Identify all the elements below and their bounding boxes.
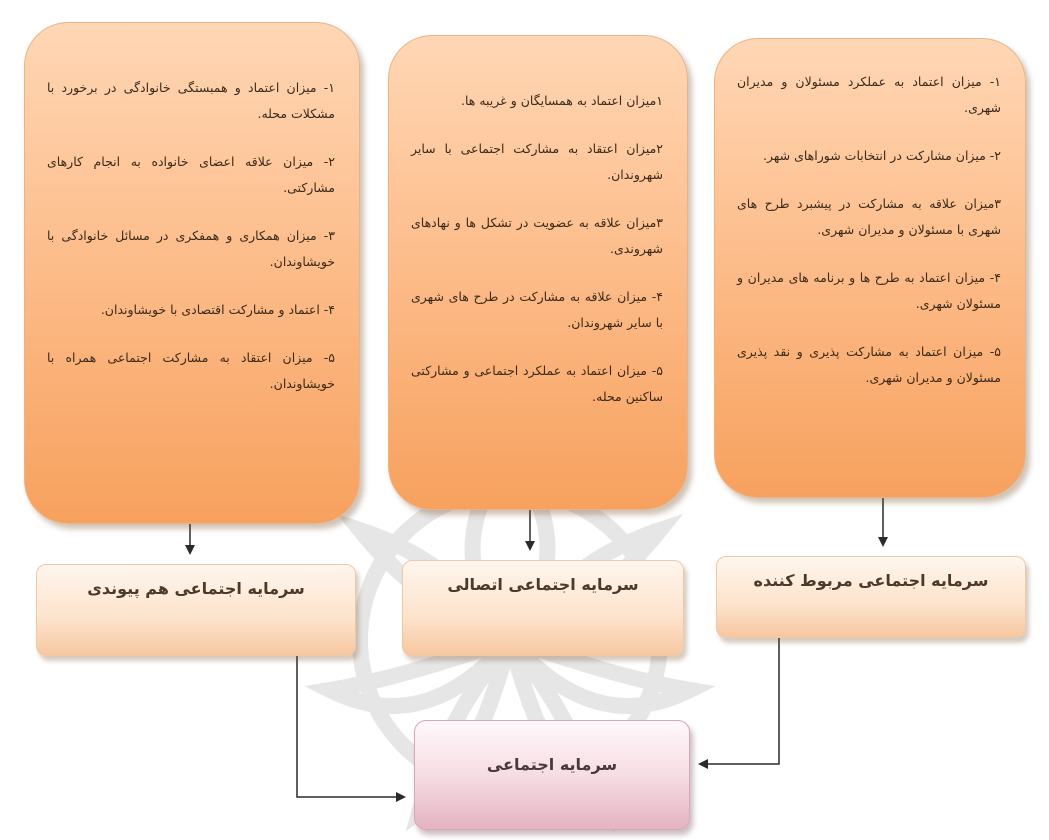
arrow-bonding-to-result xyxy=(296,656,406,802)
linking-capital-box: سرمایه اجتماعی مربوط کننده xyxy=(716,556,1026,638)
bonding-indicator-3: ۳- میزان همکاری و همفکری در مسائل خانواد… xyxy=(47,228,335,269)
bonding-capital-box: سرمایه اجتماعی هم پیوندی xyxy=(36,564,356,656)
bridging-capital-box: سرمایه اجتماعی اتصالی xyxy=(402,560,684,656)
bridging-indicator-5: ۵- میزان اعتماد به عملکرد اجتماعی و مشار… xyxy=(411,363,663,404)
bridging-indicator-list: ۱میزان اعتماد به همسایگان و غریبه ها. ۲م… xyxy=(411,88,663,410)
bonding-indicator-5: ۵- میزان اعتقاد به مشارکت اجتماعی همراه … xyxy=(47,350,335,391)
bonding-indicator-2: ۲- میزان علاقه اعضای خانواده به انجام کا… xyxy=(47,154,335,195)
bonding-indicator-1: ۱- میزان اعتماد و همبستگی خانوادگی در بر… xyxy=(47,80,335,121)
social-capital-box: سرمایه اجتماعی xyxy=(414,720,690,830)
linking-indicator-list: ۱- میزان اعتماد به عملکرد مسئولان و مدیر… xyxy=(737,69,1001,391)
bridging-indicator-3: ۳میزان علاقه به عضویت در تشکل ها و نهاده… xyxy=(411,215,663,256)
linking-indicator-1: ۱- میزان اعتماد به عملکرد مسئولان و مدیر… xyxy=(737,74,1001,115)
bridging-indicator-4: ۴- میزان علاقه به مشارکت در طرح های شهری… xyxy=(411,289,663,330)
bridging-indicator-2: ۲میزان اعتقاد به مشارکت اجتماعی با سایر … xyxy=(411,141,663,182)
linking-indicators-box: ۱- میزان اعتماد به عملکرد مسئولان و مدیر… xyxy=(714,38,1026,498)
bonding-indicator-4: ۴- اعتماد و مشارکت اقتصادی با خویشاوندان… xyxy=(100,302,335,317)
linking-indicator-5: ۵- میزان اعتماد به مشارکت پذیری و نقد پذ… xyxy=(737,344,1001,385)
bridging-indicator-1: ۱میزان اعتماد به همسایگان و غریبه ها. xyxy=(460,93,663,108)
linking-indicator-2: ۲- میزان مشارکت در انتخابات شوراهای شهر. xyxy=(763,148,1001,163)
bonding-indicators-box: ۱- میزان اعتماد و همبستگی خانوادگی در بر… xyxy=(24,22,360,524)
linking-indicator-3: ۳میزان علاقه به مشارکت در پیشبرد طرح های… xyxy=(737,196,1001,237)
arrow-linking-to-result xyxy=(698,638,780,769)
linking-indicator-4: ۴- میزان اعتماد به طرح ها و برنامه های م… xyxy=(737,270,1001,311)
bridging-indicators-box: ۱میزان اعتماد به همسایگان و غریبه ها. ۲م… xyxy=(388,35,688,510)
bonding-indicator-list: ۱- میزان اعتماد و همبستگی خانوادگی در بر… xyxy=(47,75,335,397)
